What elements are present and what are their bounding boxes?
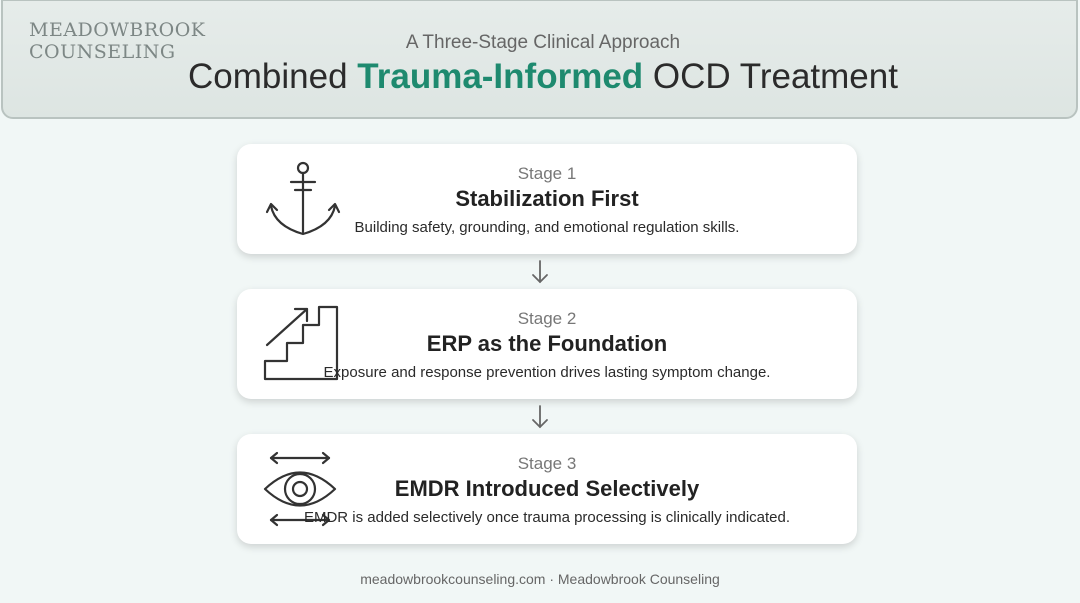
anchor-icon bbox=[265, 161, 341, 236]
logo-line-2: COUNSELING bbox=[29, 41, 176, 63]
stage-description: EMDR is added selectively once trauma pr… bbox=[303, 509, 791, 526]
logo-line-1: MEADOWBROOK bbox=[29, 19, 206, 41]
stage-card-2: Stage 2 ERP as the Foundation Exposure a… bbox=[237, 289, 857, 399]
stairs-icon bbox=[263, 305, 339, 381]
stage-card-1: Stage 1 Stabilization First Building saf… bbox=[237, 144, 857, 254]
stage-label: Stage 2 bbox=[517, 309, 577, 328]
stage-card-3: Stage 3 EMDR Introduced Selectively EMDR… bbox=[237, 434, 857, 544]
title-highlight: Trauma-Informed bbox=[357, 57, 644, 96]
footer-text: meadowbrookcounseling.com · Meadowbrook … bbox=[360, 571, 720, 587]
logo: MEADOWBROOK COUNSELING bbox=[29, 19, 206, 63]
page-title: Combined Trauma-Informed OCD Treatment bbox=[3, 57, 1080, 97]
title-prefix: Combined bbox=[188, 57, 358, 96]
stage-label: Stage 3 bbox=[517, 454, 577, 473]
stage-title: Stabilization First bbox=[455, 186, 639, 211]
title-suffix: OCD Treatment bbox=[643, 57, 898, 96]
stage-title: EMDR Introduced Selectively bbox=[394, 476, 700, 501]
header-banner: MEADOWBROOK COUNSELING A Three-Stage Cli… bbox=[1, 0, 1078, 119]
page-subtitle: A Three-Stage Clinical Approach bbox=[405, 32, 681, 53]
stage-description: Building safety, grounding, and emotiona… bbox=[354, 219, 740, 236]
stage-title: ERP as the Foundation bbox=[426, 331, 668, 356]
down-arrow-icon bbox=[532, 260, 548, 284]
stage-label: Stage 1 bbox=[517, 164, 577, 183]
down-arrow-icon bbox=[532, 405, 548, 429]
stage-description: Exposure and response prevention drives … bbox=[323, 364, 771, 381]
eye-icon bbox=[263, 451, 337, 527]
